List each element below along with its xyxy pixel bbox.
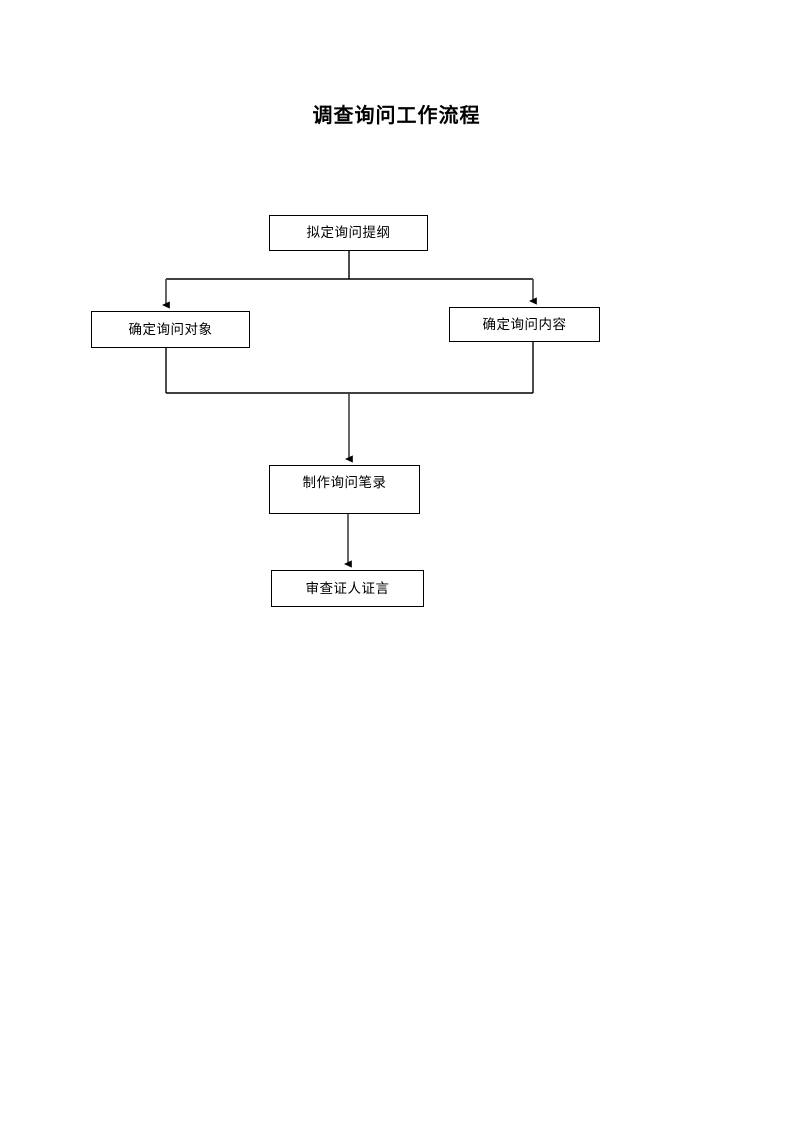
flow-node-label: 拟定询问提纲 (306, 225, 391, 240)
flow-node-draft-outline[interactable]: 拟定询问提纲 (269, 215, 428, 251)
flow-node-label: 确定询问对象 (128, 321, 213, 337)
flow-node-make-transcript[interactable]: 制作询问笔录 (269, 465, 420, 514)
flow-node-determine-content[interactable]: 确定询问内容 (449, 307, 600, 342)
page-title: 调查询问工作流程 (312, 105, 481, 127)
flow-node-label: 审查证人证言 (305, 580, 390, 596)
flow-node-label: 制作询问笔录 (302, 475, 387, 490)
flow-node-determine-subject[interactable]: 确定询问对象 (91, 311, 250, 348)
flow-node-label: 确定询问内容 (482, 316, 567, 332)
flow-node-review-testimony[interactable]: 审查证人证言 (271, 570, 424, 607)
